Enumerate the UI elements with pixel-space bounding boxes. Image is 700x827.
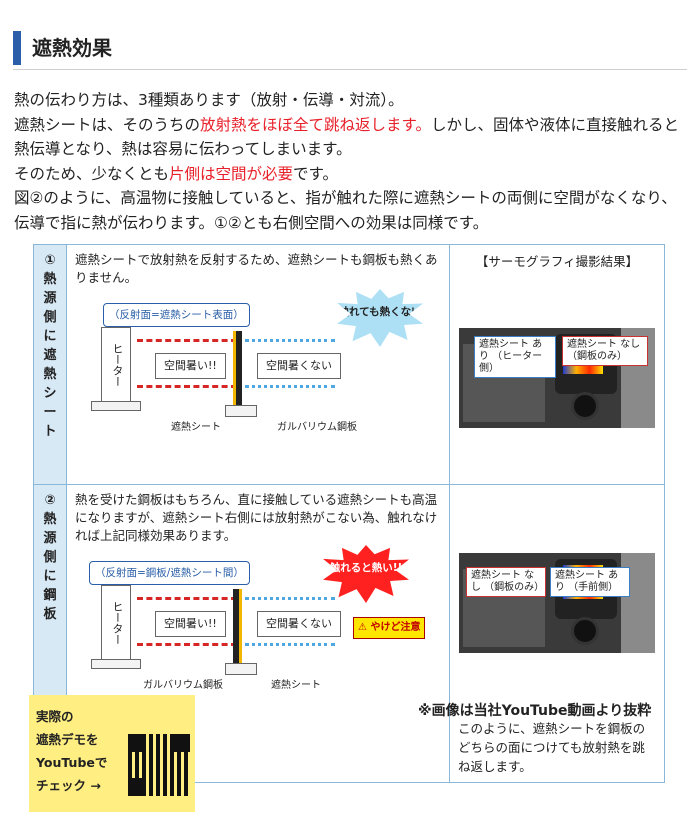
heading-accent-bar	[13, 31, 21, 65]
right-material-label: ガルバリウム鋼板	[277, 422, 357, 433]
row-label-char: 熱	[43, 367, 57, 382]
heater-base	[91, 659, 141, 669]
page-title: 遮熱効果	[32, 36, 112, 60]
table-row: ① 熱 源 側 に 遮 熱 シ ー ト 遮熱シートで放射熱を反射するため、遮熱シ…	[33, 244, 665, 485]
camera-lens	[571, 392, 599, 420]
burn-warning: ⚠ やけど注意	[353, 617, 426, 639]
cool-space-label: 空間暑くない	[257, 353, 341, 379]
cool-arrow	[245, 385, 335, 388]
row-1-photo-cell: 【サーモグラフィ撮影結果】 遮熱シート あり （ヒーター側） 遮熱シート なし …	[449, 244, 665, 485]
row-label-char: ー	[43, 405, 57, 420]
cool-arrow	[245, 339, 335, 342]
burst-text: 触れても熱くない	[338, 306, 422, 318]
intro-text-part: 遮熱シートは、そのうちの	[14, 115, 201, 134]
row-2-diagram: （反射面=鋼板/遮熱シート間） ヒーター 空間暑い!! 空間暑くない 触れると熱…	[75, 545, 441, 693]
left-material-label: 遮熱シート	[171, 422, 221, 433]
heat-arrow	[137, 597, 237, 600]
callout-without-sheet: 遮熱シート なし （鋼板のみ）	[466, 567, 546, 597]
highlight-text: 片側は空間が必要	[169, 164, 294, 183]
row-label-char: 源	[43, 531, 57, 546]
row-2-description: 熱を受けた鋼板はもちろん、直に接触している遮熱シートも高温になりますが、遮熱シー…	[66, 484, 450, 783]
intro-line-2: 遮熱シートは、そのうちの放射熱をほぼ全て跳ね返します。しかし、固体や液体に直接触…	[14, 113, 690, 162]
row-label-char: 板	[43, 607, 57, 622]
heat-arrow	[137, 643, 237, 646]
promo-text: 実際の 遮熱デモを YouTubeで チェック →	[36, 705, 107, 797]
youtube-promo[interactable]: 実際の 遮熱デモを YouTubeで チェック →	[29, 695, 195, 812]
heat-shield-sheet	[239, 589, 242, 665]
promo-line: YouTubeで	[36, 755, 108, 770]
left-material-label: ガルバリウム鋼板	[143, 680, 223, 691]
plate-stand	[225, 405, 257, 417]
source-note: ※画像は当社YouTube動画より抜粋	[418, 703, 652, 719]
intro-line-1: 熱の伝わり方は、3種類あります（放射・伝導・対流）。	[14, 91, 404, 109]
intro-text-part: しかし、固体や液体に直接触れると熱伝導となり、熱は容易に伝わってしまいます。	[14, 115, 679, 159]
row-label-char: 源	[43, 291, 57, 306]
plate-stand	[225, 663, 257, 675]
callout-without-sheet: 遮熱シート なし （鋼板のみ）	[562, 336, 648, 366]
row-label-char: に	[43, 569, 57, 584]
row-1-diagram: （反射面=遮熱シート表面） ヒーター 空間暑い!! 空間暑くない 触れても熱くな…	[75, 289, 441, 435]
promo-line: 遮熱デモを	[36, 732, 99, 747]
row-label-char: ②	[44, 493, 56, 508]
camera-lens	[571, 617, 599, 645]
touch-not-hot-burst: 触れても熱くない	[337, 289, 423, 347]
row-label-char: 側	[43, 550, 57, 565]
callout-with-sheet: 遮熱シート あり （ヒーター側）	[474, 336, 556, 378]
row-label-char: 側	[43, 310, 57, 325]
reflect-surface-label: （反射面=鋼板/遮熱シート間）	[89, 561, 250, 585]
highlight-text: 放射熱をほぼ全て跳ね返します。	[200, 115, 431, 134]
touch-hot-burst: 触れると熱い!!	[323, 545, 409, 603]
row-2-photo-cell: 遮熱シート なし （鋼板のみ） 遮熱シート あり （手前側） このように、遮熱シ…	[449, 484, 665, 783]
row-label-char: 鋼	[43, 588, 57, 603]
row-2-caption: このように、遮熱シートを鋼板のどちらの面につけても放射熱を跳ね返します。	[458, 721, 646, 774]
intro-text-part: そのため、少なくとも	[14, 164, 170, 183]
intro-text-part: です。	[293, 164, 338, 183]
cool-space-label: 空間暑くない	[257, 611, 341, 637]
intro-line-3: そのため、少なくとも片側は空間が必要です。	[14, 162, 690, 187]
qr-code[interactable]	[128, 734, 190, 796]
row-1-description: 遮熱シートで放射熱を反射するため、遮熱シートも鋼板も熱くありません。 （反射面=…	[66, 244, 450, 485]
steel-plate	[236, 331, 242, 407]
heater: ヒーター	[101, 585, 131, 661]
photo-area: 遮熱シート あり （ヒーター側） 遮熱シート なし （鋼板のみ）	[454, 328, 660, 478]
heater: ヒーター	[101, 327, 131, 403]
row-label-char: ト	[43, 424, 57, 439]
cool-arrow	[245, 597, 335, 600]
comparison-table: ① 熱 源 側 に 遮 熱 シ ー ト 遮熱シートで放射熱を反射するため、遮熱シ…	[33, 244, 665, 783]
intro-text: 熱の伝わり方は、3種類あります（放射・伝導・対流）。 遮熱シートは、そのうちの放…	[14, 88, 690, 235]
burst-text: 触れると熱い!!	[329, 562, 403, 574]
thermography-title: 【サーモグラフィ撮影結果】	[475, 254, 639, 269]
row-1-text: 遮熱シートで放射熱を反射するため、遮熱シートも鋼板も熱くありません。	[75, 252, 438, 285]
table-row: ② 熱 源 側 に 鋼 板 熱を受けた鋼板はもちろん、直に接触している遮熱シート…	[33, 484, 665, 783]
cool-arrow	[245, 643, 335, 646]
intro-line-4: 図②のように、高温物に接触していると、指が触れた際に遮熱シートの両側に空間がなく…	[14, 189, 677, 232]
photo-area: 遮熱シート なし （鋼板のみ） 遮熱シート あり （手前側）	[454, 553, 660, 717]
heat-arrow	[137, 339, 237, 342]
heater-base	[91, 401, 141, 411]
row-label-char: シ	[43, 386, 57, 401]
hot-space-label: 空間暑い!!	[155, 353, 226, 379]
steel-plate	[233, 589, 239, 665]
row-2-text: 熱を受けた鋼板はもちろん、直に接触している遮熱シートも高温になりますが、遮熱シー…	[75, 492, 438, 543]
row-label-char: に	[43, 329, 57, 344]
heat-shield-sheet	[233, 331, 236, 407]
warning-text: やけど注意	[370, 622, 421, 633]
callout-with-sheet: 遮熱シート あり （手前側）	[550, 567, 630, 597]
heat-arrow	[137, 385, 237, 388]
row-label-char: ①	[44, 253, 56, 268]
row-1-label: ① 熱 源 側 に 遮 熱 シ ー ト	[33, 244, 67, 485]
row-label-char: 熱	[43, 272, 57, 287]
promo-line: 実際の	[36, 709, 74, 724]
reflect-surface-label: （反射面=遮熱シート表面）	[103, 303, 250, 327]
row-label-char: 遮	[43, 348, 57, 363]
right-material-label: 遮熱シート	[271, 680, 321, 691]
section-heading: 遮熱効果	[13, 29, 687, 70]
hot-space-label: 空間暑い!!	[155, 611, 226, 637]
promo-line: チェック →	[36, 778, 101, 793]
row-label-char: 熱	[43, 512, 57, 527]
